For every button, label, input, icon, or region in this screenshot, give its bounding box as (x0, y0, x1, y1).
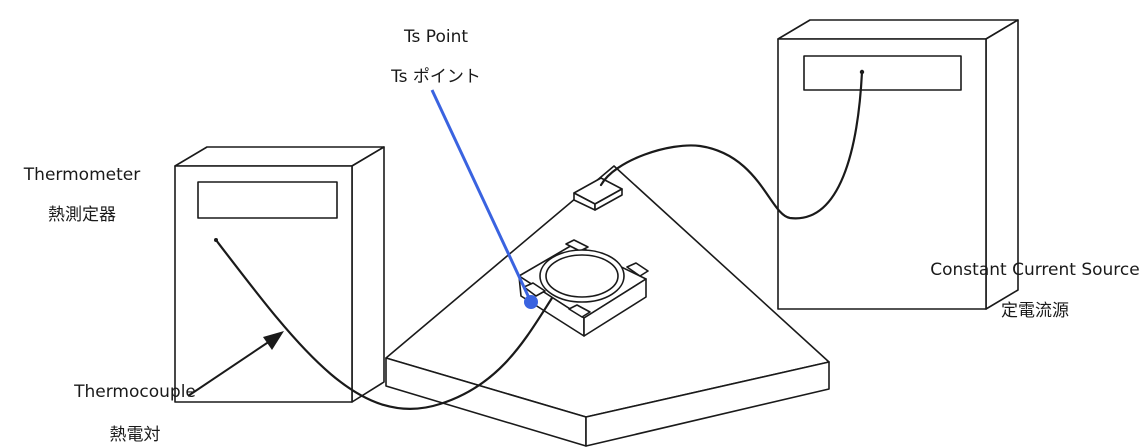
thermocouple-label-ja: 熱電対 (110, 425, 161, 445)
thermocouple-label-en: Thermocouple (73, 382, 196, 402)
thermometer (174, 146, 385, 403)
smd-terminal-left (523, 282, 546, 297)
ts-point-label-en: Ts Point (403, 27, 468, 47)
current-source-label-en: Constant Current Source (930, 260, 1139, 280)
ts-point-pointer (430, 89, 538, 309)
small-component (573, 177, 623, 211)
smd-inner-ring (545, 254, 619, 298)
ts-point-marker (524, 295, 538, 309)
current-source-wire-end (859, 69, 865, 75)
thermometer-label-ja: 熱測定器 (48, 205, 116, 225)
smd-terminal-right (626, 262, 649, 277)
smd-component (518, 239, 649, 337)
current-source-label-ja: 定電流源 (1001, 301, 1069, 321)
thermocouple-wire-end (214, 238, 218, 242)
thermometer-side-face (351, 146, 385, 403)
smd-right-face (583, 278, 647, 337)
board-right-face (585, 361, 830, 447)
small-component-right (594, 188, 623, 211)
current-source (777, 19, 1019, 310)
current-source-wire (599, 70, 864, 220)
thermocouple-arrow (187, 331, 284, 397)
smd-terminal-top (565, 239, 589, 252)
thermometer-top-face (174, 146, 385, 167)
smd-terminal-bottom (568, 304, 591, 318)
thermocouple-wire (214, 238, 554, 410)
thermometer-label-en: Thermometer (23, 165, 140, 185)
current-source-top-face (777, 19, 1019, 40)
ts-point-label-ja: Ts ポイント (390, 67, 481, 87)
current-source-display (803, 55, 962, 91)
thermometer-display (197, 181, 338, 219)
